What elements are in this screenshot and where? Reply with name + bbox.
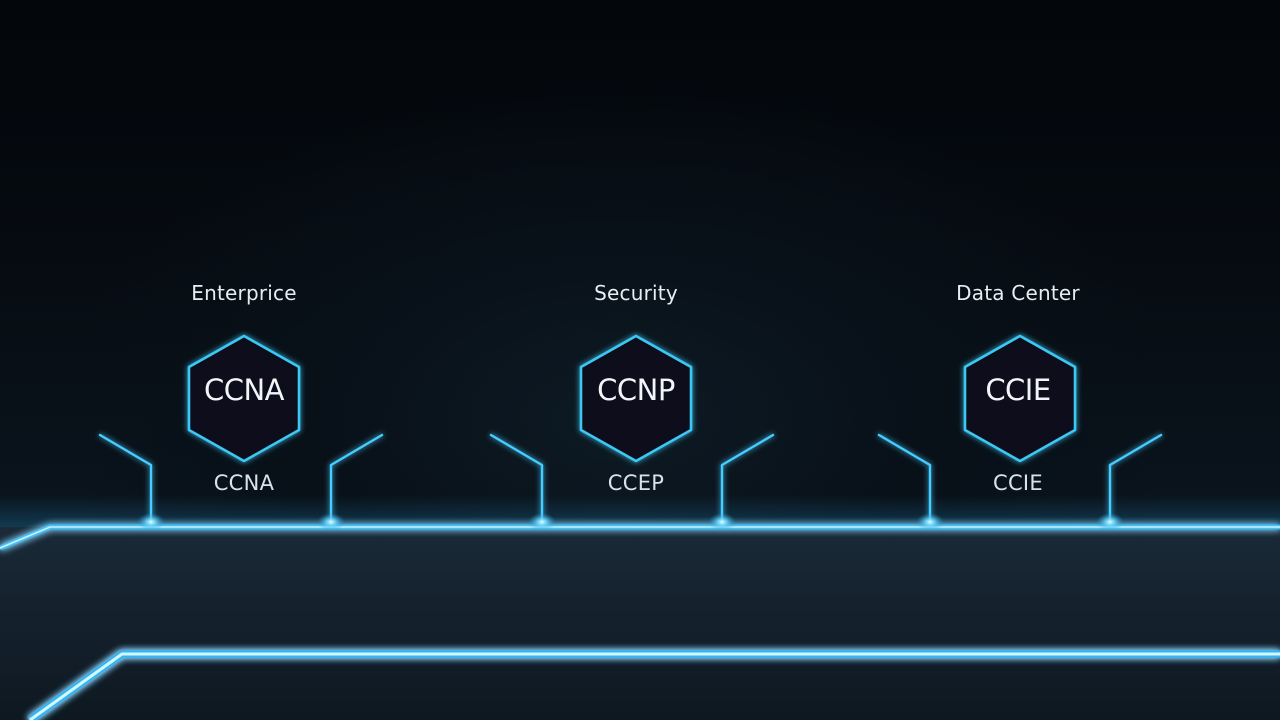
hex-label: CCNP bbox=[597, 373, 675, 407]
hex-label: CCIE bbox=[985, 373, 1051, 407]
hex-label: CCNA bbox=[203, 373, 285, 407]
track-title: Security bbox=[594, 281, 678, 305]
track-title: Data Center bbox=[956, 281, 1080, 305]
hexagon-ccna bbox=[187, 334, 301, 463]
sub-label: CCIE bbox=[993, 471, 1043, 495]
baseline bbox=[0, 525, 1280, 550]
lower-panel bbox=[0, 527, 1280, 720]
connectors-track-2 bbox=[489, 433, 775, 527]
connectors-track-1 bbox=[98, 433, 384, 527]
hexagon-ccie bbox=[963, 334, 1077, 463]
sub-label: CCNA bbox=[213, 471, 275, 495]
baseline-glow bbox=[0, 495, 1280, 527]
sub-label: CCEP bbox=[607, 471, 665, 495]
hexagon-ccnp bbox=[579, 334, 693, 463]
track-title: Enterprice bbox=[191, 281, 297, 305]
connectors-track-3 bbox=[877, 433, 1163, 527]
junction-nodes bbox=[137, 513, 1124, 531]
hexagons bbox=[187, 334, 1077, 463]
bottom-line bbox=[27, 650, 1280, 720]
